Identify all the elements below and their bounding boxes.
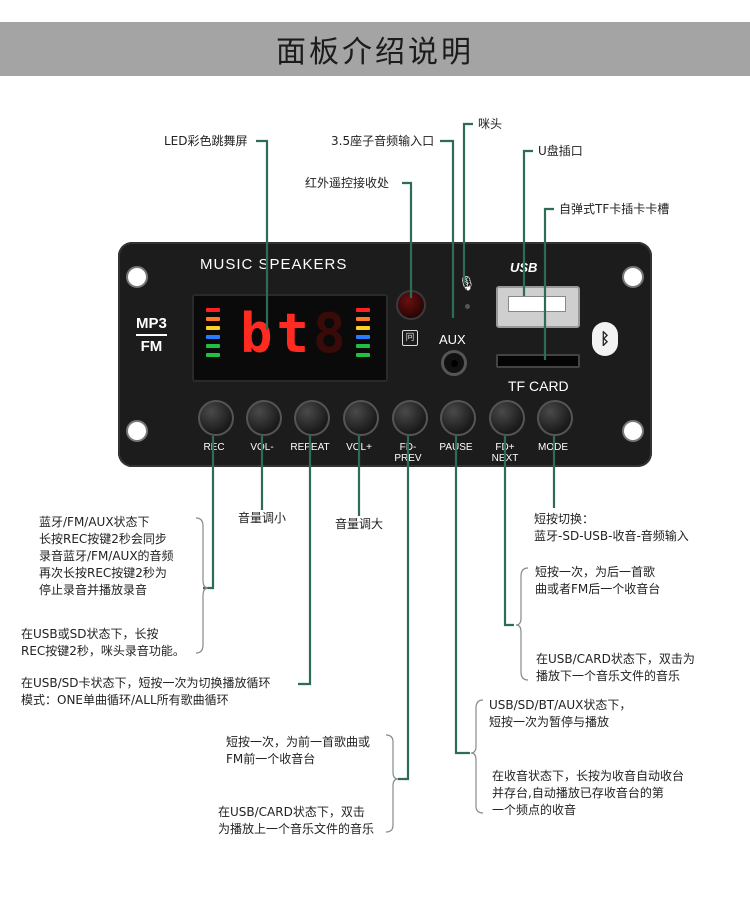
callout-ir: 红外遥控接收处 (305, 176, 390, 190)
mic-icon: 🎙 (458, 276, 476, 292)
ir-leader (402, 181, 413, 298)
aux-label: AUX (439, 332, 466, 347)
control-panel: MUSIC SPEAKERS MP3 FM bt8 冋 🎙 AUX USB TF… (118, 242, 652, 467)
rec-bracket (195, 517, 209, 654)
mp3-fm-logo: MP3 FM (136, 314, 167, 356)
note-mode: 短按切换：蓝牙-SD-USB-收音-音频输入 (534, 512, 689, 543)
next-bracket (515, 567, 529, 681)
note-next-a: 短按一次，为后一首歌曲或者FM后一个收音台 (535, 565, 661, 596)
level-bars-right (356, 308, 370, 362)
note-rec-a: 蓝牙/FM/AUX状态下长按REC按键2秒会同步录音蓝牙/FM/AUX的音频再次… (39, 515, 174, 597)
rec-leader (203, 436, 215, 590)
callout-led: LED彩色跳舞屏 (164, 134, 248, 148)
led-display: bt8 (192, 294, 388, 382)
display-text: bt (240, 302, 314, 365)
bluetooth-icon: ᛒ (592, 322, 618, 356)
note-repeat: 在USB/SD卡状态下，短按一次为切换播放循环模式：ONE单曲循环/ALL所有歌… (21, 676, 271, 707)
mount-hole-bottom-right (622, 420, 644, 442)
pause-bracket (470, 699, 484, 814)
tf-leader (543, 207, 554, 360)
callout-usb: U盘插口 (538, 144, 583, 158)
mount-hole-bottom-left (126, 420, 148, 442)
mount-hole-top-right (622, 266, 644, 288)
mic-hole (465, 304, 470, 309)
note-next-b: 在USB/CARD状态下，双击为播放下一个音乐文件的音乐 (536, 652, 695, 683)
callout-mic: 咪头 (478, 117, 503, 131)
display-digits: bt8 (240, 302, 350, 365)
vol-up-button[interactable] (343, 400, 379, 436)
usb-port[interactable] (496, 286, 580, 328)
tf-card-label: TF CARD (508, 378, 569, 394)
brand-label: MUSIC SPEAKERS (200, 256, 348, 273)
mic-leader (462, 122, 473, 283)
prev-bracket (385, 734, 399, 833)
aux-leader (440, 139, 455, 318)
prev-leader (398, 436, 410, 781)
note-pause-b: 在收音状态下，长按为收音自动收台并存台,自动播放已存收音台的第一个频点的收音 (492, 769, 685, 817)
level-bars-left (206, 308, 220, 362)
tf-card-slot[interactable] (496, 354, 580, 368)
led-leader (256, 139, 269, 330)
aux-jack[interactable] (441, 350, 467, 376)
callout-aux-in: 3.5座子音频输入口 (331, 134, 435, 148)
mount-hole-top-left (126, 266, 148, 288)
logo-top: MP3 (136, 315, 167, 332)
ir-icon: 冋 (402, 330, 418, 346)
pause-leader (454, 436, 470, 755)
next-button[interactable] (489, 400, 525, 436)
repeat-leader (298, 436, 312, 686)
rec-button[interactable] (198, 400, 234, 436)
next-leader (503, 436, 514, 627)
repeat-button[interactable] (294, 400, 330, 436)
usb-leader (522, 149, 533, 296)
prev-button[interactable] (392, 400, 428, 436)
note-vol-down: 音量调小 (238, 511, 287, 525)
mode-button[interactable] (537, 400, 573, 436)
note-prev-b: 在USB/CARD状态下，双击为播放上一个音乐文件的音乐 (218, 805, 375, 836)
vol-down-button[interactable] (246, 400, 282, 436)
page-title: 面板介绍说明 (276, 35, 474, 70)
note-vol-up: 音量调大 (335, 517, 384, 531)
title-banner: 面板介绍说明 (0, 22, 750, 76)
logo-bottom: FM (140, 338, 163, 355)
callout-tf: 自弹式TF卡插卡卡槽 (559, 202, 670, 216)
pause-button[interactable] (440, 400, 476, 436)
note-pause-a: USB/SD/BT/AUX状态下，短按一次为暂停与播放 (489, 698, 632, 729)
